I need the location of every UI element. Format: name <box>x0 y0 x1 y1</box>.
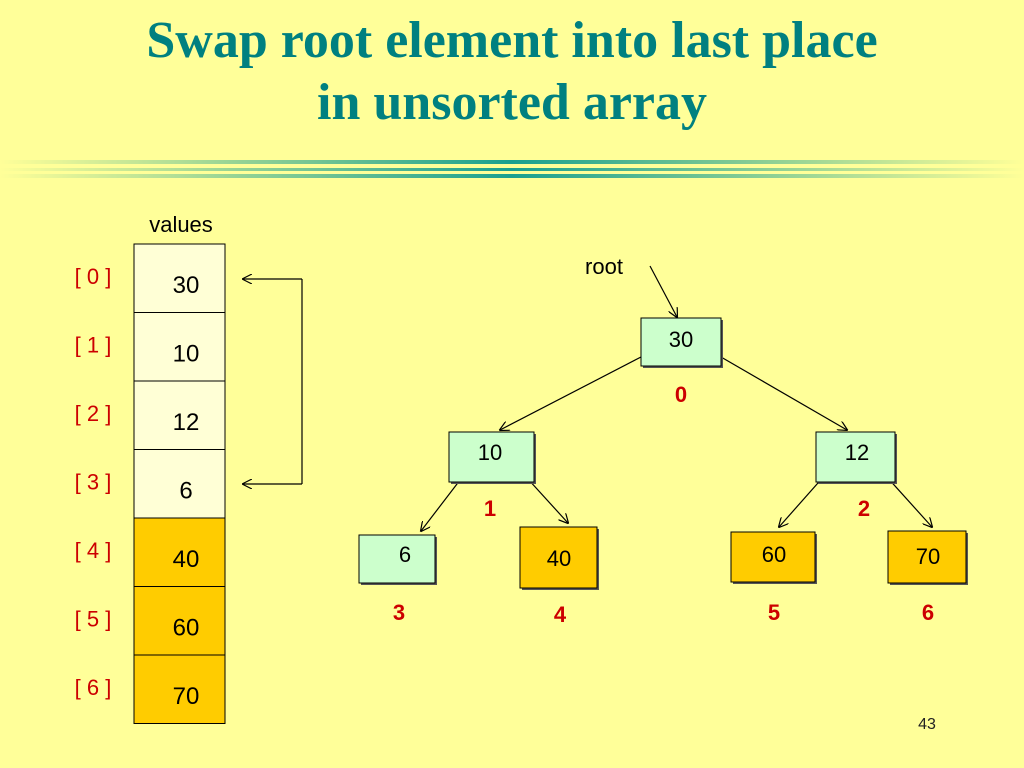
tree-node-index: 5 <box>768 600 780 625</box>
tree-node-box <box>887 530 967 584</box>
tree-node: 63 <box>358 534 437 625</box>
tree-node-value: 30 <box>669 327 693 352</box>
array-cell: 40 [ 4 ] <box>75 517 226 587</box>
tree-node-value: 6 <box>399 542 411 567</box>
array-cell-value: 6 <box>179 478 192 505</box>
tree-node-index: 4 <box>554 602 567 627</box>
tree-node-value: 70 <box>916 544 940 569</box>
tree-node-value: 10 <box>478 440 502 465</box>
array-index-label: [ 2 ] <box>75 401 112 426</box>
array-index-label: [ 4 ] <box>75 538 112 563</box>
array-cell-box <box>133 449 226 519</box>
swap-arrow <box>243 279 303 484</box>
array-cell-value: 10 <box>173 341 200 368</box>
array-cell: 60 [ 5 ] <box>75 586 226 656</box>
array-cell-box <box>133 654 226 724</box>
tree-node: 60 5 <box>730 531 817 625</box>
tree-node: 12 2 <box>815 431 897 521</box>
array-index-label: [ 3 ] <box>75 470 112 495</box>
array-index-label: [ 6 ] <box>75 675 112 700</box>
tree-node: 40 4 <box>519 526 599 627</box>
tree-node-box <box>640 317 722 367</box>
tree-node-value: 12 <box>845 440 869 465</box>
tree-node: 70 6 <box>887 530 968 625</box>
array-cell-box <box>133 586 226 656</box>
array-cell-value: 40 <box>173 546 200 573</box>
page-number: 43 <box>918 716 936 733</box>
tree-node-index: 2 <box>858 496 870 521</box>
array-cell-box <box>133 312 226 382</box>
root-label: root <box>585 254 623 279</box>
tree-node-value: 60 <box>762 542 786 567</box>
array-cell-box <box>133 517 226 587</box>
array-cell-value: 60 <box>173 615 200 642</box>
array-cell-value: 12 <box>173 409 200 436</box>
tree-node-index: 3 <box>393 600 405 625</box>
array-cell: 30 [ 0 ] <box>75 243 226 313</box>
tree-node: 10 1 <box>448 431 536 521</box>
array-cell: 70 [ 6 ] <box>75 654 226 724</box>
tree-node-value: 40 <box>547 546 571 571</box>
tree-node-box <box>519 526 598 589</box>
array-index-label: [ 5 ] <box>75 607 112 632</box>
slide-title-line-2: in unsorted array <box>317 74 707 131</box>
tree-node-box <box>815 431 896 483</box>
tree-edge <box>500 356 642 430</box>
slide-title-line-1: Swap root element into last place <box>146 12 878 69</box>
array-cell-box <box>133 380 226 450</box>
tree-node-index: 6 <box>922 600 934 625</box>
array-cell-value: 70 <box>173 683 200 710</box>
tree-edge <box>720 356 847 430</box>
array-cell: 10 [ 1 ] <box>75 312 226 382</box>
array-cells: 30 [ 0 ] 10 [ 1 ] 12 [ 2 ] 6 [ 3 ] 40 [ 4 ] 60 [ 5 … <box>75 243 226 724</box>
array-cell: 12 [ 2 ] <box>75 380 226 450</box>
tree-node-box <box>448 431 535 483</box>
array-index-label: [ 1 ] <box>75 333 112 358</box>
array-cell: 6 [ 3 ] <box>75 449 226 519</box>
array-cell-value: 30 <box>173 272 200 299</box>
array-index-label: [ 0 ] <box>75 264 112 289</box>
tree-node-index: 1 <box>484 496 496 521</box>
array-header: values <box>149 212 213 237</box>
tree-node: 30 0 <box>640 317 723 407</box>
root-pointer-arrow <box>649 265 677 317</box>
tree-node-index: 0 <box>675 382 687 407</box>
tree-node-box <box>358 534 436 584</box>
tree-node-box <box>730 531 816 583</box>
slide-title: Swap root element into last place in uns… <box>0 10 1024 134</box>
title-divider <box>0 160 1024 178</box>
values-array: values 30 [ 0 ] 10 [ 1 ] 12 [ 2 ] 6 [ 3 ] 40 [ 4 … <box>75 212 226 724</box>
